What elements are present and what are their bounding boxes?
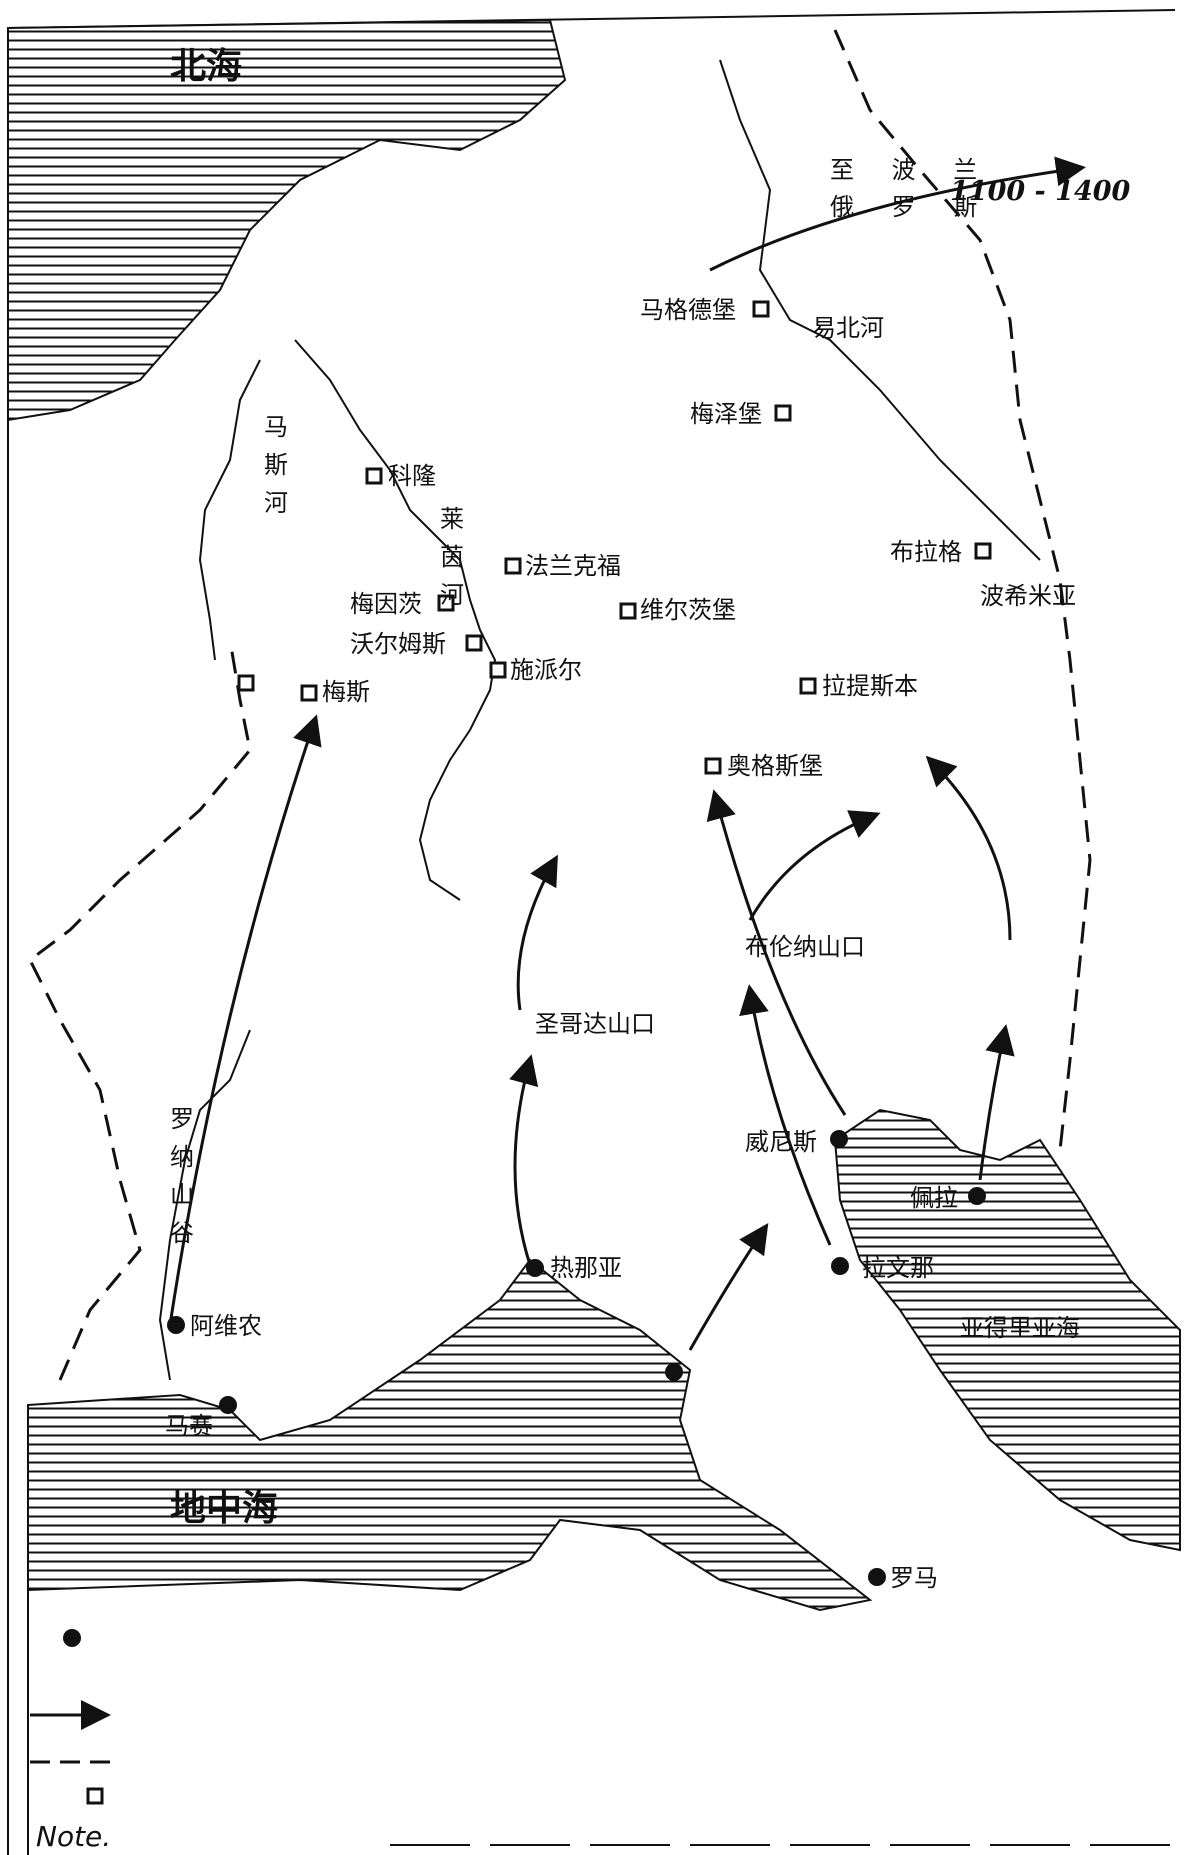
town-label-regensburg: 拉提斯本 bbox=[822, 672, 918, 700]
elbe-river bbox=[719, 59, 1041, 561]
adriatic-label: 亚得里亚海 bbox=[960, 1314, 1080, 1342]
town-square-speyer bbox=[489, 661, 507, 679]
port-dot-genoa bbox=[526, 1259, 544, 1277]
port-label-ravenna: 拉文那 bbox=[862, 1254, 934, 1282]
port-label-venice: 威尼斯 bbox=[745, 1128, 817, 1156]
route-arrow-rhone bbox=[168, 714, 322, 1326]
north-sea-label: 北海 bbox=[170, 45, 243, 87]
town-label-cologne: 科隆 bbox=[388, 462, 436, 490]
route-label-line1: 至 波 兰 bbox=[830, 156, 978, 184]
mediterranean-label: 地中海 bbox=[170, 1487, 279, 1529]
port-dot-pisa bbox=[665, 1363, 683, 1381]
town-label-merseburg: 梅泽堡 bbox=[690, 400, 762, 428]
port-dot-marseille bbox=[219, 1396, 237, 1414]
route-arrow-adriatic-east bbox=[978, 1024, 1015, 1181]
port-label-aquileia: 佩拉 bbox=[910, 1184, 958, 1212]
legend-note: Note. bbox=[36, 1820, 112, 1853]
town-label-speyer: 施派尔 bbox=[510, 656, 582, 684]
town-square-metz bbox=[300, 684, 318, 702]
port-label-avignon: 阿维农 bbox=[190, 1312, 262, 1340]
route-arrow-gotthard-north bbox=[516, 854, 558, 1011]
adriatic-area bbox=[833, 1108, 1181, 1552]
mediterranean-area bbox=[27, 1258, 873, 1612]
town-label-wurzburg: 维尔茨堡 bbox=[640, 596, 736, 624]
route-label-line2: 俄 罗 斯 bbox=[830, 193, 978, 221]
town-square-worms bbox=[465, 634, 483, 652]
port-dot-venice bbox=[830, 1130, 848, 1148]
town-square-frankfurt bbox=[504, 557, 522, 575]
town-label-prague: 布拉格 bbox=[890, 538, 962, 566]
town-label-frankfurt: 法兰克福 bbox=[525, 552, 621, 580]
port-dot-ravenna bbox=[831, 1257, 849, 1275]
town-square-augsburg bbox=[704, 757, 722, 775]
port-label-marseille: 马赛 bbox=[165, 1412, 213, 1440]
town-square-regensburg bbox=[799, 677, 817, 695]
rhone-valley-label: 罗纳山谷 bbox=[170, 1105, 194, 1247]
meuse-river-label: 马斯河 bbox=[264, 413, 288, 517]
port-label-genoa: 热那亚 bbox=[550, 1254, 622, 1282]
port-dot-aquileia bbox=[968, 1187, 986, 1205]
western-boundary bbox=[28, 639, 252, 1381]
north-sea-area bbox=[7, 18, 567, 422]
port-dot-avignon bbox=[167, 1316, 185, 1334]
empire-boundary bbox=[833, 29, 1092, 1151]
town-square-wurzburg bbox=[619, 602, 637, 620]
st-gotthard-pass-label: 圣哥达山口 bbox=[535, 1010, 655, 1038]
brenner-pass-label: 布伦纳山口 bbox=[745, 933, 865, 961]
region-label-bohemia: 波希米亚 bbox=[980, 582, 1076, 610]
town-label-mainz: 梅因茨 bbox=[350, 590, 422, 618]
town-label-metz: 梅斯 bbox=[322, 678, 370, 706]
route-arrow-brenner-east bbox=[748, 810, 881, 921]
port-dot-rome bbox=[868, 1568, 886, 1586]
town-label-augsburg: 奥格斯堡 bbox=[727, 752, 823, 780]
town-label-worms: 沃尔姆斯 bbox=[350, 630, 446, 658]
town-square-west bbox=[237, 674, 255, 692]
route-arrow-venice-augsburg bbox=[706, 789, 847, 1116]
route-arrow-bohemia bbox=[925, 755, 1012, 941]
route-arrow-to-poland bbox=[709, 156, 1086, 272]
elbe-river-label: 易北河 bbox=[812, 314, 884, 342]
legend-dot-symbol bbox=[63, 1629, 81, 1647]
town-square-mainz bbox=[437, 594, 455, 612]
route-arrow-ravenna-north bbox=[739, 984, 832, 1246]
rhine-river bbox=[294, 339, 497, 901]
legend-square-symbol bbox=[86, 1787, 104, 1805]
town-square-prague bbox=[974, 542, 992, 560]
route-years-label: 1100 - 1400 bbox=[950, 176, 1131, 207]
town-square-magdeburg bbox=[752, 300, 770, 318]
port-label-rome: 罗马 bbox=[890, 1564, 938, 1592]
rhone-river bbox=[158, 1029, 251, 1381]
route-arrow-genoa-east bbox=[688, 1223, 769, 1351]
town-square-merseburg bbox=[774, 404, 792, 422]
town-square-cologne bbox=[365, 467, 383, 485]
rhine-river-label: 莱茵河 bbox=[440, 505, 464, 609]
town-label-magdeburg: 马格德堡 bbox=[640, 296, 736, 324]
route-arrow-genoa-north bbox=[509, 1054, 539, 1266]
meuse-river bbox=[198, 359, 261, 661]
